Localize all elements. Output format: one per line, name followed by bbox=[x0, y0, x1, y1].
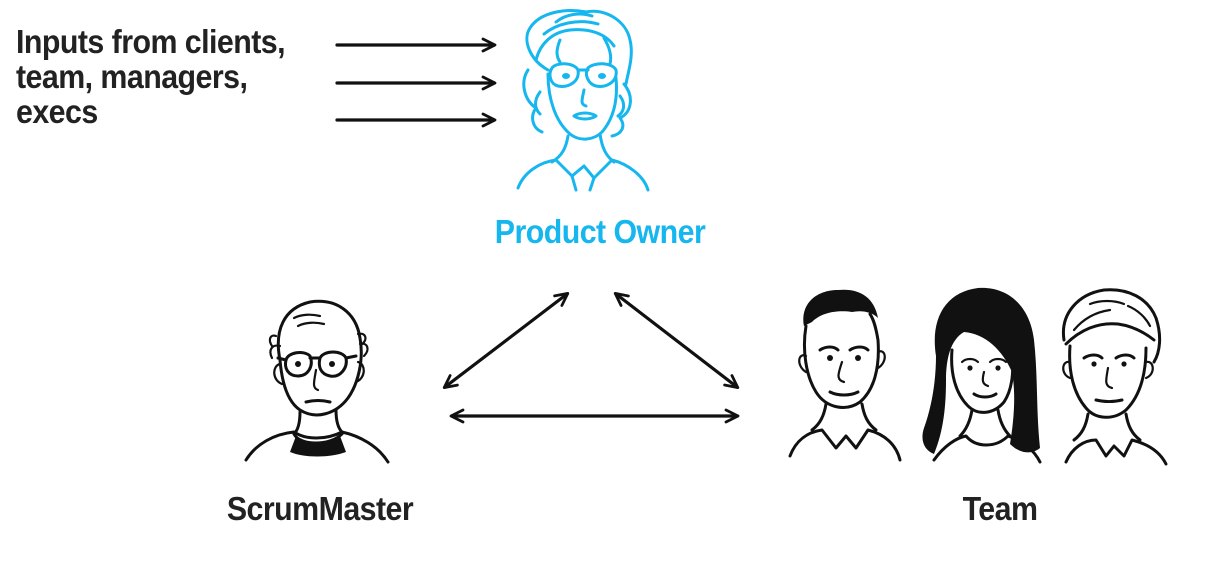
woman-with-glasses-portrait-icon bbox=[516, 9, 650, 192]
team-member-2-portrait bbox=[922, 287, 1042, 464]
three-people-portrait-icon bbox=[788, 287, 1168, 466]
team-member-1-portrait bbox=[788, 289, 902, 462]
inputs-label: Inputs from clients, team, managers, exe… bbox=[16, 23, 286, 130]
arrow-po-scrummaster bbox=[442, 291, 570, 390]
arrow-po-team bbox=[613, 291, 740, 390]
relationship-arrows bbox=[442, 291, 740, 424]
inputs-label-line-3: execs bbox=[16, 93, 98, 130]
scrum-master-label: ScrumMaster bbox=[226, 490, 414, 527]
product-owner-label: Product Owner bbox=[494, 213, 706, 250]
bald-man-with-glasses-portrait-icon bbox=[244, 299, 390, 464]
team-member-3-portrait bbox=[1061, 288, 1168, 466]
inputs-label-line-1: Inputs from clients, bbox=[16, 23, 286, 60]
input-arrows bbox=[335, 37, 497, 128]
team-label: Team bbox=[962, 490, 1038, 527]
inputs-label-line-2: team, managers, bbox=[16, 58, 248, 95]
